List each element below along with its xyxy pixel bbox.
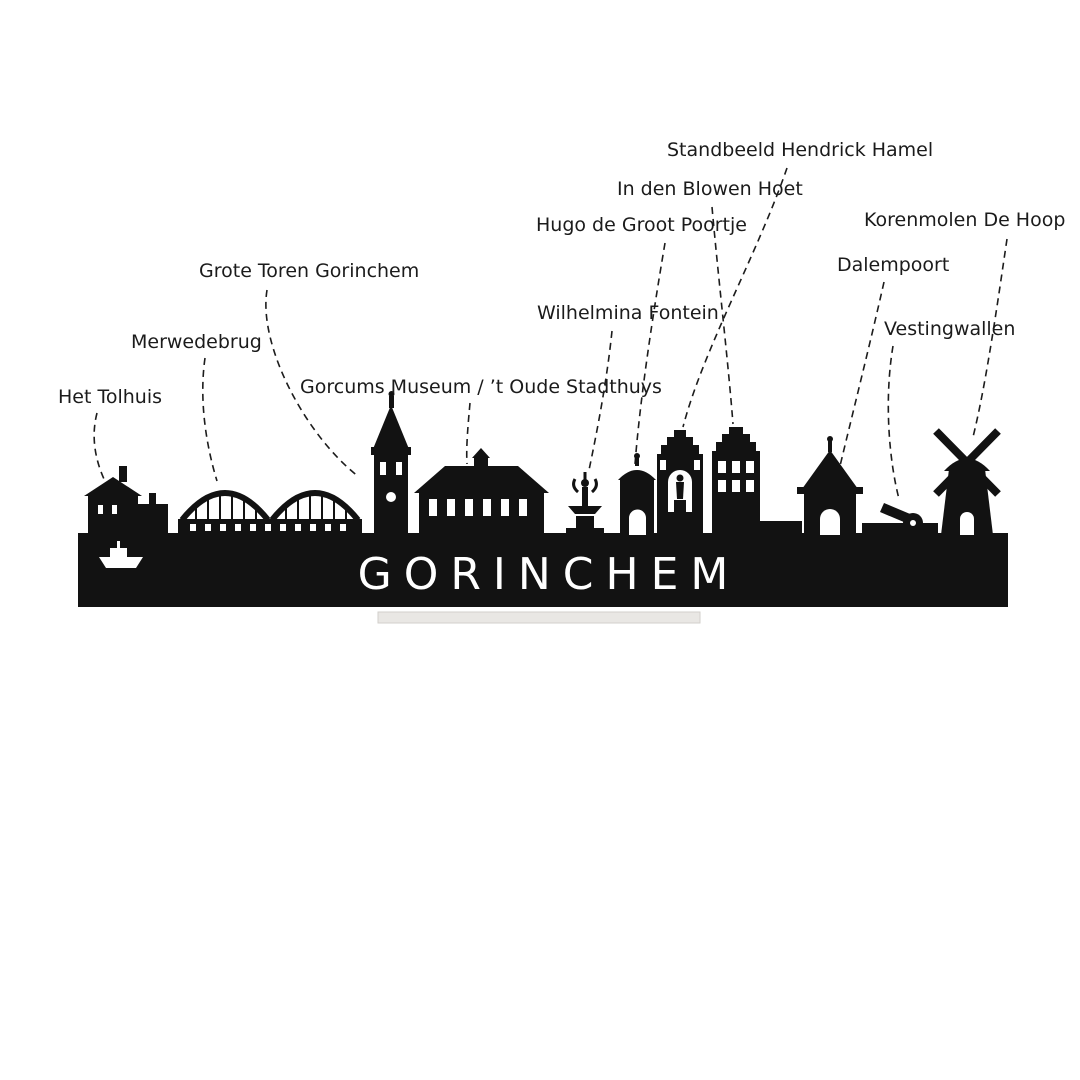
standbeeld-hendrick-hamel-silhouette <box>657 430 703 535</box>
label-grote-toren-gorinchem: Grote Toren Gorinchem <box>199 260 420 282</box>
leader-line-hugo-de-groot-poortje <box>634 242 666 465</box>
skyline-silhouette <box>78 391 1008 624</box>
leader-line-merwedebrug <box>201 357 218 482</box>
wall-segment <box>760 521 802 535</box>
dalempoort-silhouette <box>797 436 863 535</box>
korenmolen-de-hoop-silhouette <box>933 428 1001 535</box>
leader-line-dalempoort <box>839 281 885 467</box>
leader-line-grote-toren <box>265 289 360 478</box>
hugo-de-groot-poortje-silhouette <box>618 453 656 535</box>
in-den-blowen-hoet-silhouette <box>712 427 760 535</box>
city-name-cutout: GORINCHEM <box>357 549 741 600</box>
label-dalempoort: Dalempoort <box>837 254 950 276</box>
leader-line-vestingwallen <box>887 345 900 500</box>
leader-line-het-tolhuis <box>93 412 105 480</box>
merwedebrug-silhouette <box>178 490 362 535</box>
label-gorcums-museum: Gorcums Museum / ’t Oude Stadthuys <box>300 376 662 398</box>
stand-base <box>377 611 701 624</box>
skyline-base-band <box>78 533 1008 607</box>
label-hugo-de-groot-poortje: Hugo de Groot Poortje <box>536 214 747 236</box>
label-merwedebrug: Merwedebrug <box>131 331 262 353</box>
leader-line-wilhelmina-fontein <box>588 330 613 471</box>
boat-cutout <box>99 541 143 568</box>
leader-line-gorcums-museum <box>465 402 471 465</box>
het-tolhuis-silhouette <box>84 466 168 535</box>
vestingwallen-cannon-silhouette <box>862 503 938 535</box>
label-standbeeld-hendrick-hamel: Standbeeld Hendrick Hamel <box>667 139 934 161</box>
leader-lines <box>93 167 1008 500</box>
wilhelmina-fontein-silhouette <box>566 472 604 535</box>
label-in-den-blowen-hoet: In den Blowen Hoet <box>617 178 803 200</box>
label-korenmolen-de-hoop: Korenmolen De Hoop <box>864 209 1066 231</box>
label-het-tolhuis: Het Tolhuis <box>58 386 163 408</box>
leader-line-in-den-blowen-hoet <box>711 206 734 425</box>
leader-line-standbeeld-hendrick-hamel <box>682 167 788 428</box>
grote-toren-silhouette <box>371 391 411 535</box>
label-vestingwallen: Vestingwallen <box>884 318 1016 340</box>
gorcums-museum-silhouette <box>414 448 549 535</box>
label-wilhelmina-fontein: Wilhelmina Fontein <box>537 302 719 324</box>
